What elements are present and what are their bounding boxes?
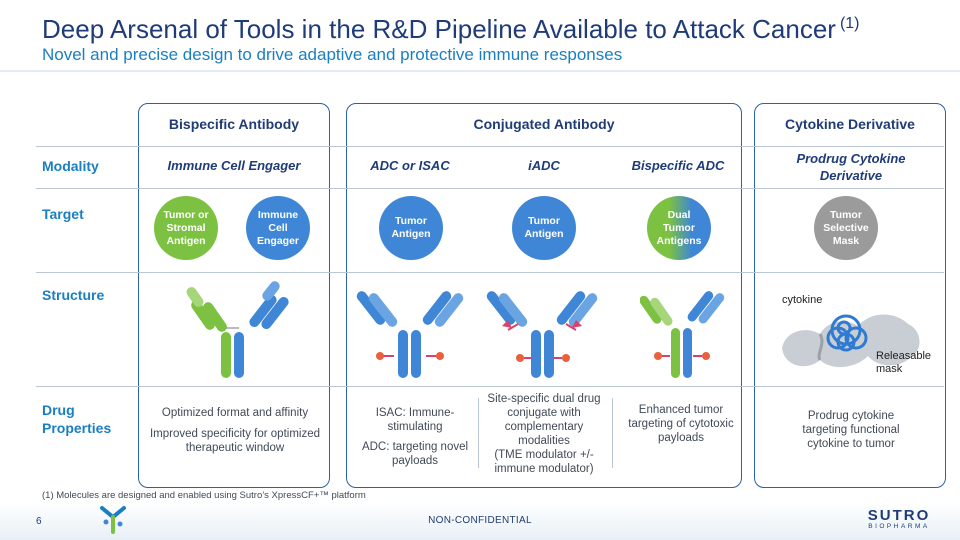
property-text: Optimized format and affinity: [161, 407, 309, 419]
title-bar: Deep Arsenal of Tools in the R&D Pipelin…: [0, 0, 960, 72]
title-footnote-marker: (1): [839, 15, 860, 32]
row-divider: [36, 146, 944, 147]
column-divider: [612, 398, 613, 468]
property-text: ADC: targeting novel payloads: [361, 441, 469, 467]
row-label-drug-properties: Drug Properties: [42, 402, 112, 436]
green-arm: [186, 287, 227, 332]
logo-tagline: BIOPHARMA: [868, 523, 930, 530]
molecule-graphic-icon: [100, 506, 126, 534]
confidentiality-label: NON-CONFIDENTIAL: [428, 515, 532, 526]
properties-iadc: Site-specific dual drug conjugate with c…: [484, 392, 604, 476]
adc-isac-structure: [356, 291, 464, 378]
sutro-logo: SUTRO BIOPHARMA: [860, 508, 938, 530]
target-tumor-stromal-antigen: Tumor or Stromal Antigen: [154, 196, 218, 260]
bispecific-antibody-structure: [186, 281, 289, 378]
row-divider: [36, 272, 944, 273]
column-divider: [478, 398, 479, 468]
blue-fc-chain: [234, 332, 244, 378]
modality-adc-isac: ADC or ISAC: [370, 158, 450, 173]
row-divider: [36, 386, 944, 387]
target-tumor-selective-mask: Tumor Selective Mask: [814, 196, 878, 260]
cytotoxic-payloads: [516, 354, 570, 362]
property-text: (TME modulator +/- immune modulator): [494, 449, 594, 475]
modality-prodrug-cytokine: Prodrug Cytokine Derivative: [796, 151, 906, 183]
panel-heading-conjugated: Conjugated Antibody: [473, 116, 615, 132]
row-label-modality: Modality: [42, 158, 99, 174]
cytokine-coil: [826, 314, 868, 352]
green-fc-chain: [221, 332, 231, 378]
panel-heading-bispecific: Bispecific Antibody: [168, 116, 300, 132]
panel-bispecific-antibody: [138, 103, 330, 488]
property-text: Site-specific dual drug conjugate with c…: [487, 393, 601, 447]
masked-cytokine-structure: [782, 314, 920, 368]
page-subtitle: Novel and precise design to drive adapti…: [42, 45, 623, 64]
footer-band: [0, 502, 960, 540]
target-tumor-antigen-iadc: Tumor Antigen: [512, 196, 576, 260]
row-label-structure: Structure: [42, 287, 105, 303]
logo-wordmark: SUTRO: [867, 507, 931, 524]
target-immune-cell-engager: Immune Cell Engager: [246, 196, 310, 260]
payload-left: [376, 352, 394, 360]
mask-shape: [782, 314, 920, 368]
immune-payload-left: [502, 320, 519, 331]
row-divider: [36, 188, 944, 189]
properties-immune-cell-engager: Optimized format and affinity Improved s…: [146, 406, 324, 455]
property-text: ISAC: Immune-stimulating: [375, 407, 455, 433]
row-label-target: Target: [42, 206, 84, 222]
bispecific-adc-structure: [640, 291, 725, 378]
blue-arm: [249, 281, 289, 330]
panel-cytokine-derivative: [754, 103, 946, 488]
payload-right: [426, 352, 444, 360]
page-number: 6: [36, 516, 42, 527]
modality-immune-cell-engager: Immune Cell Engager: [167, 158, 301, 173]
title-divider: [0, 70, 960, 72]
releasable-mask-label: Releasable mask: [876, 350, 932, 375]
properties-adc-isac: ISAC: Immune-stimulating ADC: targeting …: [360, 406, 470, 468]
iadc-structure: [486, 291, 598, 378]
footnote: (1) Molecules are designed and enabled u…: [42, 490, 366, 501]
target-tumor-antigen-adc: Tumor Antigen: [379, 196, 443, 260]
target-dual-tumor-antigens: Dual Tumor Antigens: [647, 196, 711, 260]
cytokine-label: cytokine: [782, 294, 823, 306]
immune-payload-right: [565, 320, 582, 331]
properties-bispecific-adc: Enhanced tumor targeting of cytotoxic pa…: [628, 404, 734, 444]
panel-heading-cytokine: Cytokine Derivative: [785, 116, 915, 132]
property-text: Improved specificity for optimized thera…: [149, 428, 320, 454]
properties-cytokine: Prodrug cytokine targeting functional cy…: [802, 410, 900, 450]
page-title: Deep Arsenal of Tools in the R&D Pipelin…: [42, 14, 860, 44]
modality-iadc: iADC: [528, 158, 560, 173]
panel-conjugated-antibody: [346, 103, 742, 488]
modality-bispecific-adc: Bispecific ADC: [631, 158, 725, 173]
